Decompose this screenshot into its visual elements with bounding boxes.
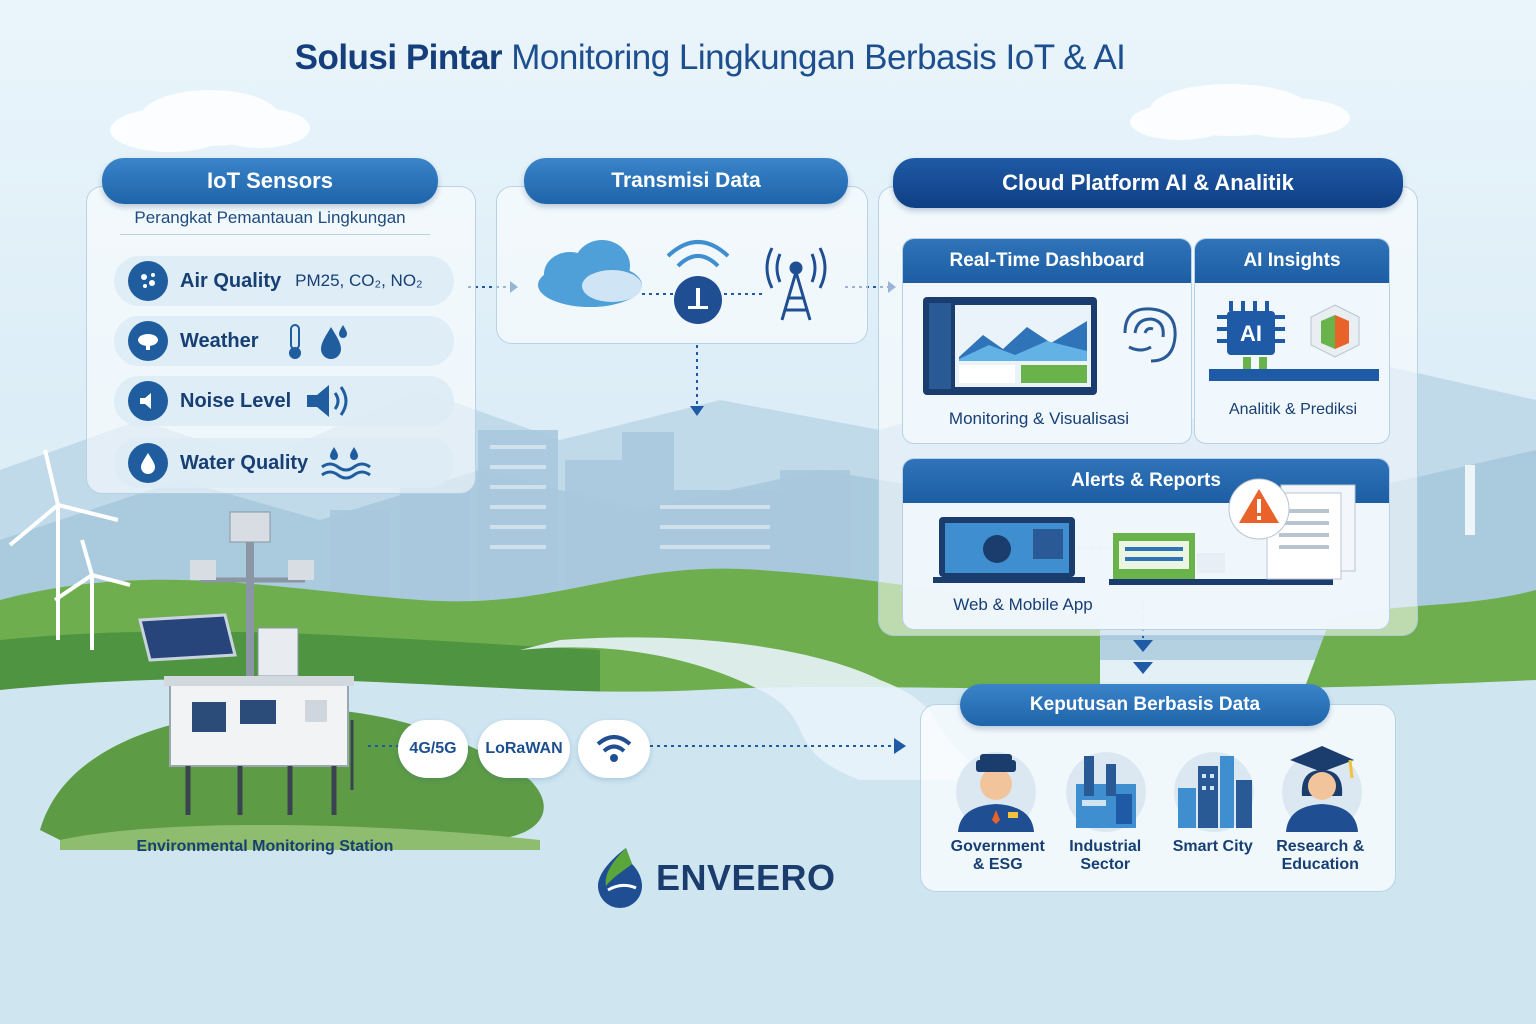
- sensor-row-water-quality[interactable]: Water Quality: [114, 438, 454, 488]
- ai-insights-caption: Analitik & Prediksi: [1228, 401, 1358, 418]
- sector-icons: [956, 746, 1362, 832]
- sensor-label: Water Quality: [180, 451, 309, 474]
- brand-name: ENVEERO: [656, 857, 836, 898]
- sensor-parameters: PM25, CO₂, NO₂: [295, 271, 423, 290]
- ai-insights-card-header: AI Insights: [1195, 239, 1389, 283]
- documents-icon: [1266, 484, 1356, 580]
- connectivity-wifi: [578, 720, 650, 778]
- connectivity-lorawan: LoRaWAN: [478, 720, 570, 778]
- cloud-icon: [538, 240, 642, 307]
- wind-turbines: [8, 449, 131, 650]
- weather-icon: [128, 321, 168, 361]
- analytics-cube-icon: [1310, 304, 1360, 358]
- transmission-flow-icons: [538, 240, 827, 324]
- monitoring-station-illustration: [138, 511, 354, 815]
- cloud-platform-header: Cloud Platform AI & Analitik: [893, 158, 1403, 208]
- laptop-icon: [933, 517, 1085, 583]
- dashboard-card[interactable]: Real-Time Dashboard Monitoring & Visuali…: [902, 238, 1192, 444]
- water-drop-icon: [128, 443, 168, 483]
- speaker-icon: [128, 381, 168, 421]
- sector-research: Research &Education: [1276, 838, 1365, 873]
- sensor-label: Noise Level: [180, 389, 292, 412]
- sensors-header: IoT Sensors: [102, 158, 438, 204]
- government-officer-icon: [956, 752, 1036, 832]
- ai-chip-icon: AI: [1209, 301, 1379, 381]
- connectivity-4g5g: 4G/5G: [398, 720, 468, 778]
- sensors-divider: [120, 234, 430, 235]
- air-quality-icon: [128, 261, 168, 301]
- smart-city-icon: [1174, 752, 1254, 832]
- dashboard-card-header: Real-Time Dashboard: [903, 239, 1191, 283]
- station-caption: Environmental Monitoring Station: [136, 838, 394, 855]
- page-title: Solusi Pintar Monitoring Lingkungan Berb…: [294, 38, 1126, 77]
- transmission-header: Transmisi Data: [524, 158, 848, 204]
- graduate-icon: [1282, 746, 1362, 832]
- speaker-loud-icon: [307, 385, 348, 417]
- brand-logo: ENVEERO: [592, 846, 836, 910]
- alerts-card[interactable]: Alerts & Reports Web & Mobile App: [902, 458, 1390, 630]
- sensor-row-noise-level[interactable]: Noise Level: [114, 376, 454, 426]
- alerts-caption: Web & Mobile App: [953, 595, 1093, 614]
- leaf-drop-logo-icon: [598, 848, 642, 908]
- report-folder-icon: [1109, 533, 1333, 585]
- wifi-icon: [596, 735, 632, 762]
- sensor-label: Air Quality: [180, 269, 282, 292]
- sector-government: Government& ESG: [950, 838, 1045, 873]
- ai-insights-card[interactable]: AI Insights AI Analitik & Prediksi: [1194, 238, 1390, 444]
- industrial-factory-icon: [1066, 752, 1146, 832]
- alert-warning-icon: [1228, 478, 1290, 540]
- cell-tower-icon: [765, 247, 827, 321]
- sensor-row-air-quality[interactable]: Air Quality PM25, CO₂, NO₂: [114, 256, 454, 306]
- sensors-subtitle: Perangkat Pemantauan Lingkungan: [134, 208, 406, 227]
- alerts-illustration: [933, 478, 1356, 585]
- brain-pattern-icon: [1123, 307, 1177, 363]
- ai-badge: AI: [1240, 321, 1262, 346]
- sector-smart-city: Smart City: [1172, 838, 1253, 855]
- wifi-router-icon: [666, 240, 730, 324]
- water-waves-icon: [321, 447, 372, 480]
- dashboard-caption: Monitoring & Visualisasi: [948, 409, 1130, 428]
- decisions-header: Keputusan Berbasis Data: [960, 684, 1330, 726]
- sensor-label: Weather: [180, 329, 259, 352]
- dashboard-monitor-icon: [923, 297, 1177, 395]
- sensor-row-weather[interactable]: Weather: [114, 316, 454, 366]
- cloud-shapes: [110, 84, 1350, 152]
- thermometer-droplet-icon: [288, 324, 347, 359]
